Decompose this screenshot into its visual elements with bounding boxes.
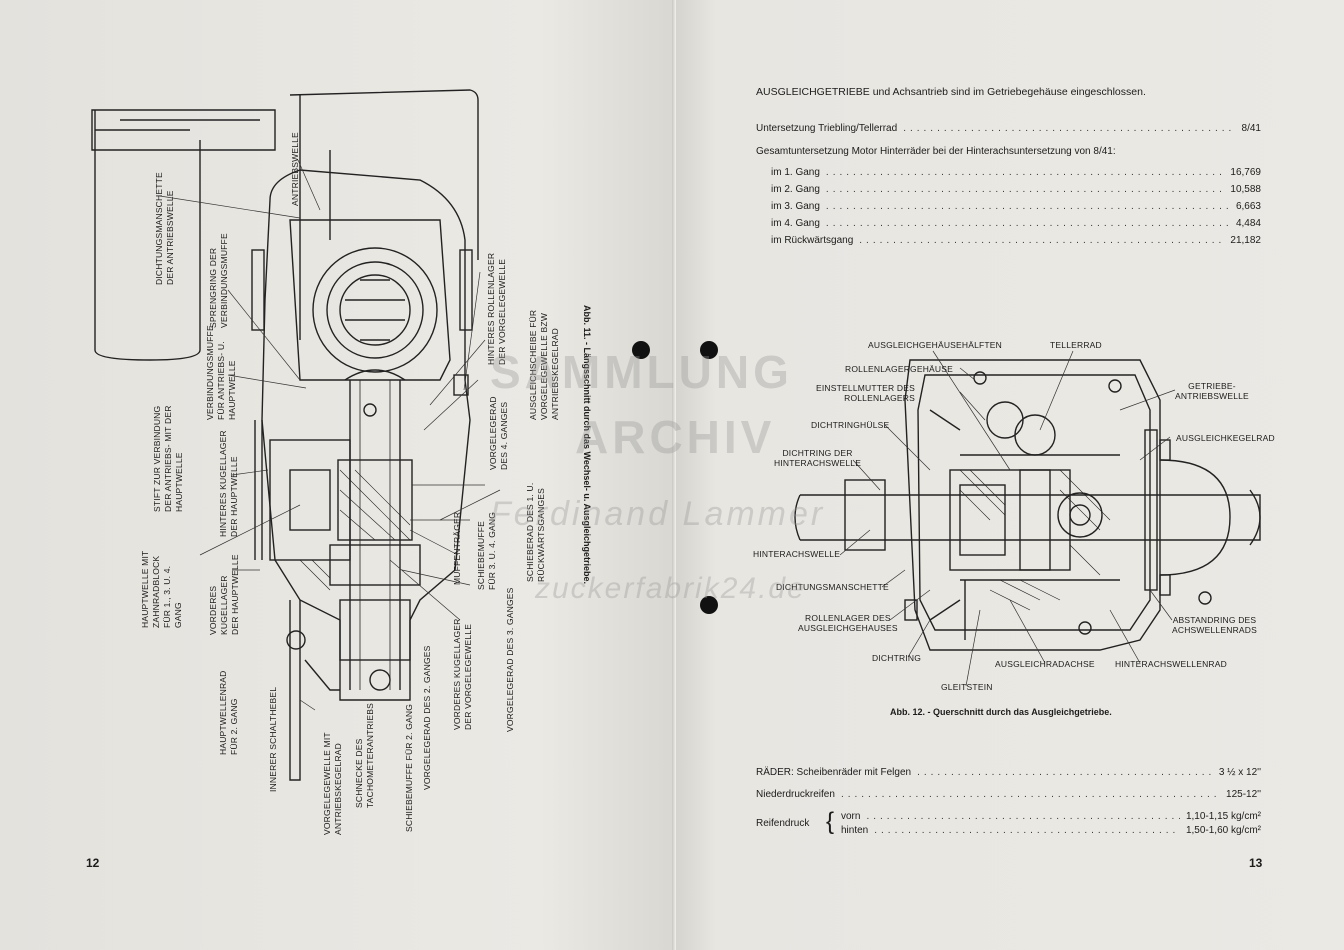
label-dichtring: DICHTRING xyxy=(872,653,922,663)
figure-11-caption: Abb. 11. - Längsschnitt durch das Wechse… xyxy=(582,305,592,585)
gesamt-heading: Gesamtuntersetzung Motor Hinterräder bei… xyxy=(756,146,1116,157)
gear-row-1: im 1. Gang..............................… xyxy=(771,167,1261,178)
label-dichtungsmanschette: DICHTUNGSMANSCHETTE xyxy=(776,582,889,592)
punch-hole xyxy=(700,596,718,614)
differential-cross-section-drawing xyxy=(794,350,1261,687)
reifendruck-vorn-row: vorn....................................… xyxy=(841,811,1261,822)
punch-hole xyxy=(632,341,650,359)
untersetzung-value: 8/41 xyxy=(1241,123,1261,134)
gearbox-longitudinal-section-drawing xyxy=(91,89,501,781)
label-ausgleichgehaeusehaelften: AUSGLEICHGEHÄUSEHÄLFTEN xyxy=(868,340,1003,350)
gear-row-4: im 4. Gang..............................… xyxy=(771,218,1261,229)
page-number-right: 13 xyxy=(1249,856,1263,870)
label-antriebswelle: ANTRIEBSWELLE xyxy=(290,132,300,206)
untersetzung-row: Untersetzung Triebling/Tellerrad .......… xyxy=(756,123,1261,134)
reifendruck-hinten-row: hinten..................................… xyxy=(841,825,1261,836)
label-schiebemuffe-2-gang: SCHIEBEMUFFE FÜR 2. GANG xyxy=(404,703,414,832)
intro-text: AUSGLEICHGETRIEBE und Achsantrieb sind i… xyxy=(756,86,1146,98)
reifendruck-label-row: Reifendruck xyxy=(756,818,810,829)
untersetzung-label: Untersetzung Triebling/Tellerrad xyxy=(756,123,898,134)
label-muffentraeger: MUFFENTRÄGER xyxy=(452,511,462,585)
label-hinterachswelle: HINTERACHSWELLE xyxy=(753,549,841,559)
raeder-row: RÄDER: Scheibenräder mit Felgen.........… xyxy=(756,767,1261,778)
gear-row-2: im 2. Gang..............................… xyxy=(771,184,1261,195)
label-ausgleichkegelrad: AUSGLEICHKEGELRAD xyxy=(1176,433,1275,443)
label-schieberad-1-rueckwaertsgang: SCHIEBERAD DES 1. U.RÜCKWÄRTSGANGES xyxy=(525,482,546,582)
label-rollenlagergehaeuse: ROLLENLAGERGEHÄUSE xyxy=(845,364,953,374)
brace-symbol: { xyxy=(826,808,835,835)
label-dichtringhuelse: DICHTRINGHÜLSE xyxy=(811,420,890,430)
figure-12-caption: Abb. 12. - Querschnitt durch das Ausglei… xyxy=(890,707,1112,717)
label-ausgleichradachse: AUSGLEICHRADACHSE xyxy=(995,659,1095,669)
label-tellerrad: TELLERRAD xyxy=(1050,340,1102,350)
label-vorgelegerad-2-gang: VORGELEGERAD DES 2. GANGES xyxy=(422,645,432,790)
reifen-row: Niederdruckreifen.......................… xyxy=(756,789,1261,800)
right-page xyxy=(676,0,1344,950)
gear-row-3: im 3. Gang..............................… xyxy=(771,201,1261,212)
label-hinterachswellenrad: HINTERACHSWELLENRAD xyxy=(1115,659,1227,669)
label-gleitstein: GLEITSTEIN xyxy=(941,682,993,692)
punch-hole xyxy=(700,341,718,359)
label-vorgelegerad-3-gang: VORGELEGERAD DES 3. GANGES xyxy=(505,587,515,732)
page-number-left: 12 xyxy=(86,856,100,870)
label-getriebe-antriebswelle: GETRIEBE-ANTRIEBSWELLE xyxy=(1175,381,1249,401)
label-innerer-schalthebel: INNERER SCHALTHEBEL xyxy=(268,686,278,792)
gear-row-5: im Rückwärtsgang........................… xyxy=(771,235,1261,246)
